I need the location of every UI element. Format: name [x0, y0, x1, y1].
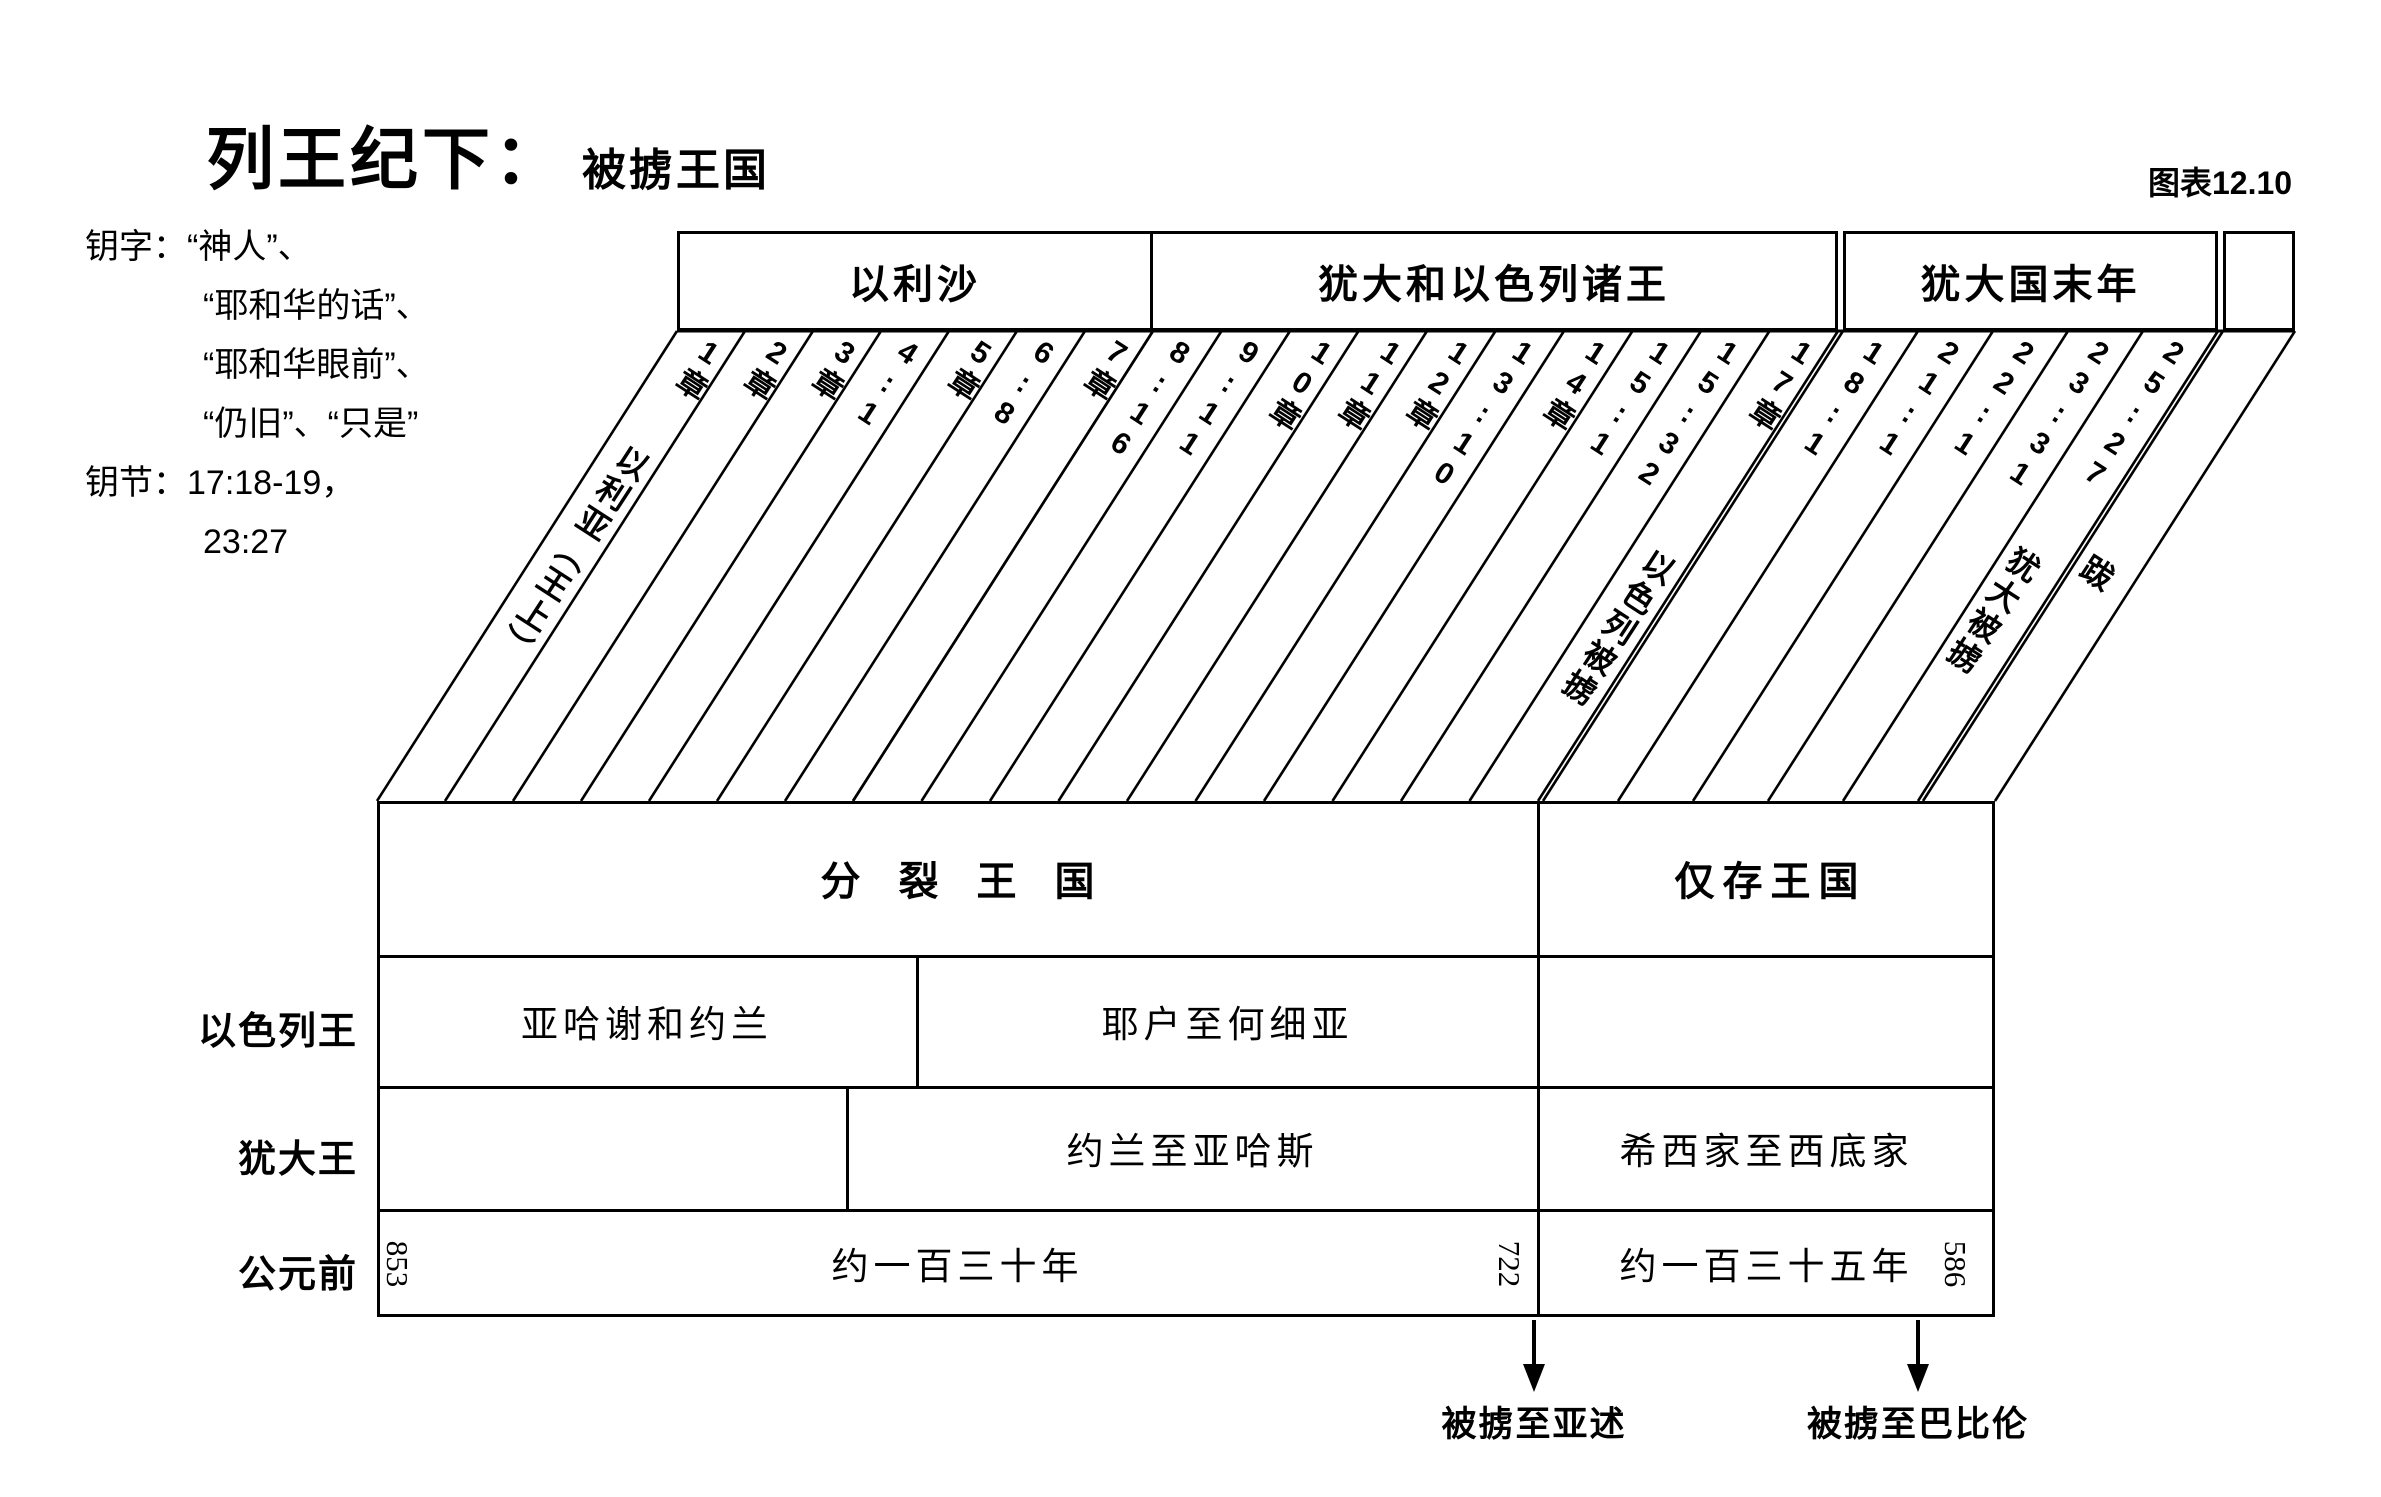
- key-verse: 17:18-19，: [187, 464, 356, 502]
- cell-text: 分裂王国: [820, 860, 1133, 904]
- cell-ahaziah-joram: 亚哈谢和约兰: [521, 1004, 773, 1046]
- section-end-box: [2223, 231, 2295, 331]
- captivity-assyria-label: 被掳至亚述: [1441, 1405, 1627, 1444]
- key-word: “耶和华的话”、: [203, 287, 430, 325]
- down-arrow-icon: [1523, 1364, 1545, 1392]
- section-title-last-years: 犹大国末年: [1843, 231, 2218, 331]
- cell-surviving-kingdom: 仅存王国: [1538, 801, 1995, 955]
- section-title-elisha: 以利沙: [680, 234, 1153, 328]
- captivity-babylon-label: 被掳至巴比伦: [1806, 1405, 2029, 1444]
- table-line: [377, 955, 1995, 958]
- down-arrow-icon: [1907, 1364, 1929, 1392]
- key-verses-line: 钥节：17:18-19，: [85, 454, 430, 513]
- key-word: “神人”、: [187, 228, 312, 266]
- book-subtitle: 被掳王国: [582, 146, 770, 195]
- table-line: [377, 1209, 1995, 1212]
- section-title-kings-judah-israel: 犹大和以色列诸王: [1318, 263, 1670, 307]
- section-header-row: 以利沙 犹大和以色列诸王: [677, 231, 1838, 331]
- cell-hezekiah-zedekiah: 希西家至西底家: [1619, 1131, 1914, 1173]
- key-word: “仍旧”、“只是”: [203, 405, 419, 443]
- table-line: [1537, 801, 1540, 1317]
- cell-divided-kingdom: 分裂王国: [377, 801, 1538, 955]
- kingdom-table: [377, 801, 1995, 1317]
- key-verses-label: 钥节：: [85, 464, 187, 502]
- table-line: [846, 1086, 849, 1212]
- book-title: 列王纪下：: [206, 122, 567, 198]
- key-block: 钥字：“神人”、 “耶和华的话”、 “耶和华眼前”、 “仍旧”、“只是” 钥节：…: [85, 218, 430, 572]
- cell-text: 仅存王国: [1674, 860, 1867, 904]
- row-label-israel-kings: 以色列王: [197, 1011, 358, 1053]
- key-words-label: 钥字：: [85, 228, 187, 266]
- cell-jehu-hoshea: 耶户至何细亚: [1101, 1004, 1354, 1046]
- key-words-line: 钥字：“神人”、: [85, 218, 430, 277]
- year-722: 722: [1492, 1240, 1527, 1288]
- key-verse: 23:27: [203, 523, 289, 561]
- cell-duration-130: 约一百三十年: [831, 1247, 1084, 1288]
- chart-number: 图表12.10: [2148, 165, 2293, 201]
- row-label-bc: 公元前: [237, 1254, 358, 1296]
- cell-duration-135: 约一百三十五年: [1619, 1247, 1914, 1288]
- year-586: 586: [1938, 1240, 1973, 1288]
- table-line: [377, 1086, 1995, 1089]
- row-label-judah-kings: 犹大王: [237, 1139, 358, 1181]
- key-word: “耶和华眼前”、: [203, 346, 430, 384]
- table-line: [916, 955, 919, 1089]
- year-853: 853: [380, 1240, 415, 1288]
- cell-joram-ahaz: 约兰至亚哈斯: [1066, 1131, 1319, 1173]
